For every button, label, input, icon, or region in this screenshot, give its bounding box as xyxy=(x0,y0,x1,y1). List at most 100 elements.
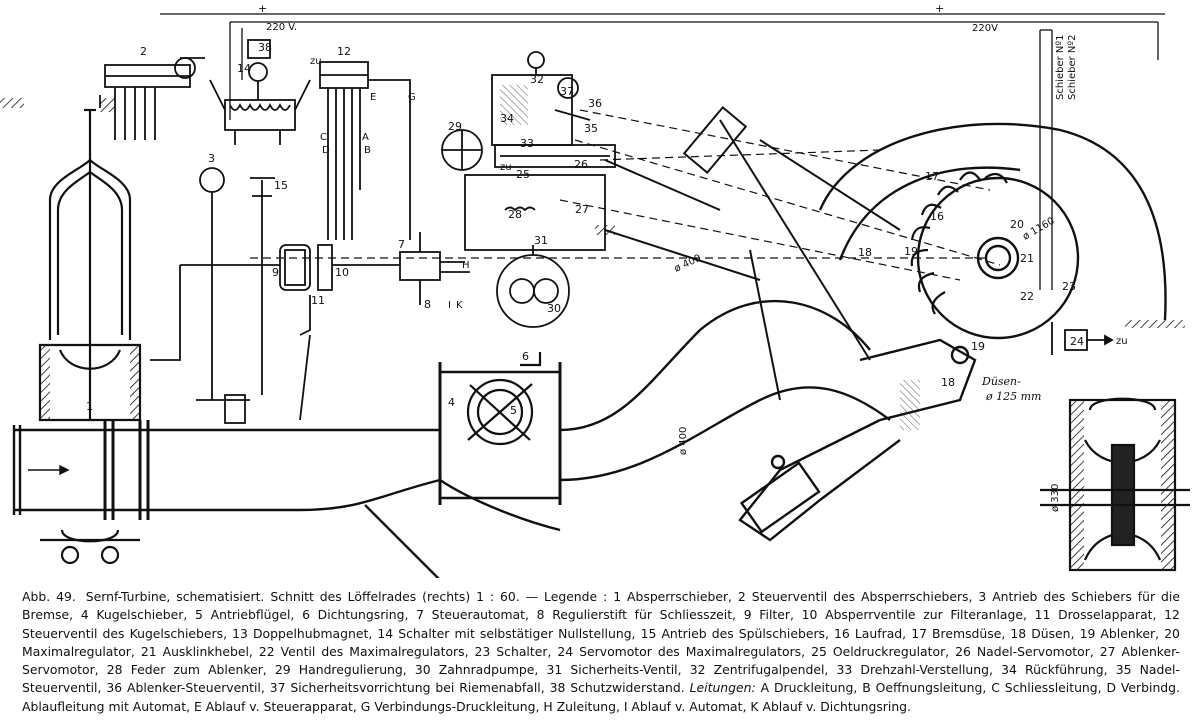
legend-entry-22: 23 Schalter, xyxy=(474,643,552,659)
schematic-drawing: + 220 V. + 220V Schieber Nº1 Schieber Nº… xyxy=(0,2,1190,578)
steuerventil-12 xyxy=(319,61,411,240)
section-wall-right xyxy=(1161,400,1175,570)
line-i-label: I xyxy=(448,300,451,311)
legend-entry-13: 14 Schalter mit selbstätiger Nullstellun… xyxy=(377,625,636,641)
part-19-label: 19 xyxy=(904,245,918,258)
dim-330-label: ø 330 xyxy=(1050,484,1061,512)
part-4-label: 4 xyxy=(448,396,455,409)
part-12-label: 12 xyxy=(337,45,351,58)
part-38-label: 38 xyxy=(258,41,272,54)
line-c-label: C xyxy=(320,132,327,143)
voltage-label-left: 220 V. xyxy=(266,22,297,33)
part-18b-label: 18 xyxy=(941,376,955,389)
ground-hatch-mid xyxy=(595,225,615,235)
part-1-label: 1 xyxy=(86,400,93,413)
zu-label-top: zu xyxy=(310,56,322,67)
legend-entry-24: 25 Oeldruckregulator, xyxy=(811,643,950,659)
part-35-label: 35 xyxy=(584,122,598,135)
part-25-label: 25 xyxy=(516,168,530,181)
electrical-lines xyxy=(160,13,1165,290)
legend-entry-12: 13 Doppelhubmagnet, xyxy=(232,625,373,641)
part-15-label: 15 xyxy=(274,179,288,192)
valve-2-base-hatch xyxy=(100,98,114,112)
part-18-label: 18 xyxy=(858,246,872,259)
voltage-label-right: 220V xyxy=(972,23,998,34)
legend-entry-27: 28 Feder zum Ablenker, xyxy=(106,662,267,678)
legend-entry-11: 12 Steuerventil des Kugelschiebers, xyxy=(22,607,1180,641)
legend-entry-4: 5 Antriebflügel, xyxy=(195,607,295,623)
antrieb-3-and-15 xyxy=(196,167,275,424)
pipe-flanges xyxy=(103,362,562,520)
legend-entry-17: 18 Düsen, xyxy=(1010,625,1075,641)
ground-hatch-left xyxy=(0,98,24,108)
caption-figure-number: Abb. 49. xyxy=(22,589,76,604)
part-11-label: 11 xyxy=(311,294,325,307)
ground-hatch-right xyxy=(1125,320,1185,328)
turbine-schematic: + 220 V. + 220V Schieber Nº1 Schieber Nº… xyxy=(0,2,1190,578)
plus-sign-right: + xyxy=(935,2,944,15)
legend-entry-14: 15 Antrieb des Spülschiebers, xyxy=(640,625,829,641)
zu-label-regulator: zu xyxy=(500,162,512,173)
duesen-dim-label: ø 125 mm xyxy=(985,390,1041,403)
figure-caption: Abb. 49. Sernf-Turbine, schematisiert. S… xyxy=(22,588,1180,716)
legend-entry-9: 10 Absperrventile zur Filteranlage, xyxy=(801,607,1027,623)
part-9-label: 9 xyxy=(272,266,279,279)
legend-entry-3: 4 Kugelschieber, xyxy=(80,607,188,623)
line-g-label: G xyxy=(408,92,416,103)
dim-1160-label: ø 1160 xyxy=(1021,216,1057,243)
line-e-label: E xyxy=(370,92,376,103)
section-wall-left xyxy=(1070,400,1084,570)
part-26-label: 26 xyxy=(574,158,588,171)
part-34-label: 34 xyxy=(500,112,514,125)
lines-entry-7: I Ablauf v. Automat, xyxy=(623,698,747,714)
legend-entry-25: 26 Nadel-Servomotor, xyxy=(955,643,1094,659)
schieber-1-label: Schieber Nº1 xyxy=(1055,35,1066,100)
legend-entry-33: 34 Rückführung, xyxy=(1001,662,1108,678)
part-31-label: 31 xyxy=(534,234,548,247)
lines-entry-8: K Ablauf v. Dichtungsring. xyxy=(750,698,911,714)
schieber-casing-hatch xyxy=(40,345,50,420)
caption-legend-entries: 1 Absperrschieber, 2 Steuerventil des Ab… xyxy=(22,589,1180,695)
legend-entry-8: 9 Filter, xyxy=(743,607,794,623)
lines-entry-0: A Druckleitung, xyxy=(760,680,858,696)
legend-entry-31: 32 Zentrifugalpendel, xyxy=(689,662,829,678)
part-37-label: 37 xyxy=(560,85,574,98)
legend-entry-20: 21 Ausklinkhebel, xyxy=(140,643,253,659)
legend-entry-19: 20 Maximalregulator, xyxy=(22,625,1180,659)
nozzle-support-hatch xyxy=(900,380,920,430)
part-5-label: 5 xyxy=(510,404,517,417)
part-24-label: 24 xyxy=(1070,335,1084,348)
legend-entry-7: 8 Regulierstift für Schliesszeit, xyxy=(536,607,736,623)
legend-entry-23: 24 Servomotor des Maximalregulators, xyxy=(557,643,806,659)
dim-400-lower: ø 400 xyxy=(678,427,689,455)
line-b-label: B xyxy=(364,145,371,156)
linkage-dashed xyxy=(250,109,1001,281)
part-27-label: 27 xyxy=(575,203,589,216)
kugelschieber-4 xyxy=(466,352,542,446)
flow-arrow xyxy=(28,464,70,476)
legend-entry-26: 27 Ablenker-Servomotor, xyxy=(22,643,1180,678)
legend-entry-2: 3 Antrieb des Schiebers für die Bremse, xyxy=(22,589,1180,623)
caption-section: Schnitt des Löffelrades (rechts) 1 : 60.… xyxy=(270,589,539,604)
line-h-label: H xyxy=(462,260,470,271)
lines-entry-1: B Oeffnungsleitung, xyxy=(862,680,987,696)
legend-entry-32: 33 Drehzahl-Verstellung, xyxy=(836,662,993,678)
part-6-label: 6 xyxy=(522,350,529,363)
nozzle-lower xyxy=(738,338,977,542)
part-20-label: 20 xyxy=(1010,218,1024,231)
oeldruck-regulator xyxy=(441,51,616,328)
line-a-label: A xyxy=(362,132,369,143)
legend-entry-0: 1 Absperrschieber, xyxy=(613,589,732,604)
legend-entry-37: 38 Schutzwiderstand. xyxy=(549,680,685,696)
regulator-body-hatch xyxy=(500,85,528,125)
part-21-label: 21 xyxy=(1020,252,1034,265)
absperrschieber-1 xyxy=(38,108,142,565)
caption-title: Sernf-Turbine, schematisiert. xyxy=(85,589,265,604)
part-36-label: 36 xyxy=(588,97,602,110)
linkage-solid xyxy=(604,105,901,401)
legend-entry-28: 29 Handregulierung, xyxy=(274,662,407,678)
legend-entry-36: 37 Sicherheitsvorrichtung bei Riemenabfa… xyxy=(269,680,545,696)
part-14-label: 14 xyxy=(237,62,251,75)
part-3-label: 3 xyxy=(208,152,215,165)
part-7-label: 7 xyxy=(398,238,405,251)
